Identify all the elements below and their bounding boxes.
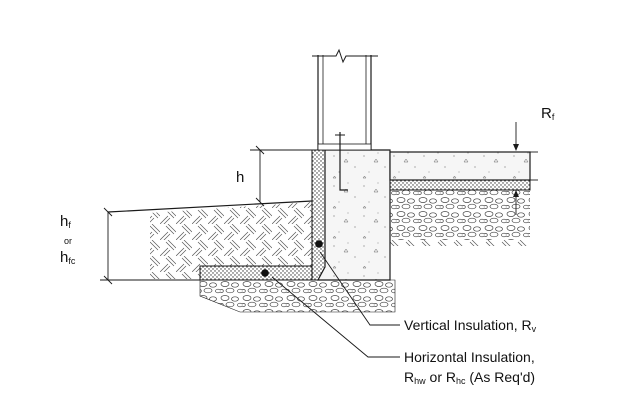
horizontal-insulation [199, 265, 319, 281]
label-hfc: hfc [60, 249, 76, 266]
label-vertical-insulation: Vertical Insulation, Rv [404, 317, 537, 334]
floor-slab [389, 151, 531, 181]
slab-gravel [390, 190, 530, 246]
label-rf: Rf [541, 105, 555, 122]
leader-horizontal [271, 276, 400, 358]
slab-insulation [389, 179, 531, 191]
vertical-insulation [311, 149, 326, 281]
label-hf: hf [60, 213, 71, 230]
dimension-h [250, 145, 312, 207]
rebar-wall [315, 240, 323, 248]
footing-gravel [199, 279, 396, 313]
dimension-rf [513, 122, 538, 215]
label-h: h [236, 169, 244, 186]
rebar-footing [261, 269, 269, 277]
leader-vertical [319, 251, 400, 326]
label-horizontal-insulation: Horizontal Insulation, [404, 349, 535, 365]
exterior-soil [107, 200, 313, 279]
foundation-concrete [316, 149, 391, 281]
label-horizontal-rvalues: Rhw or Rhc (As Req'd) [404, 369, 535, 386]
label-or: or [64, 236, 72, 246]
wall-above [312, 48, 378, 191]
dimension-hf [100, 207, 200, 285]
